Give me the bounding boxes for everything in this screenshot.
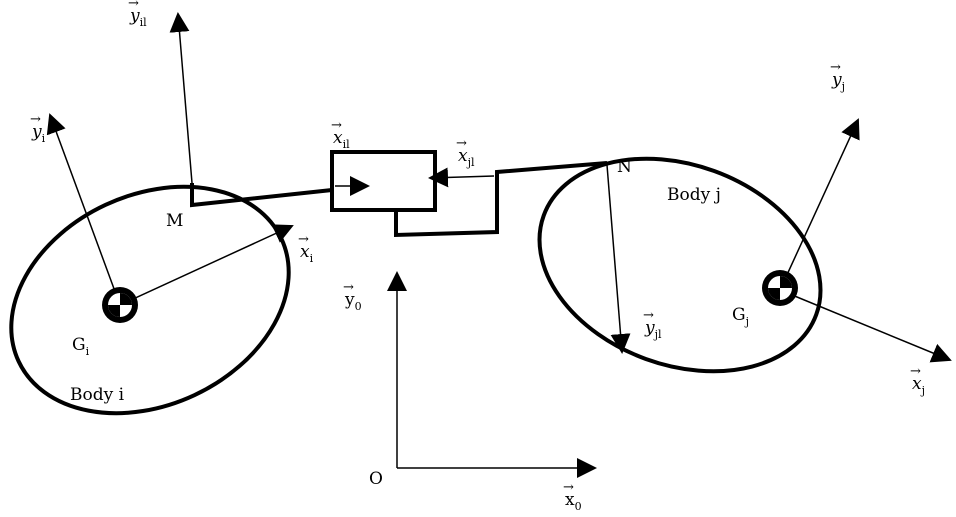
x-jl-label: xjl → xyxy=(456,136,475,169)
svg-text:→: → xyxy=(298,232,309,247)
y-i-label: yi → xyxy=(30,112,46,145)
link-m-arm xyxy=(190,183,333,208)
svg-text:→: → xyxy=(563,480,574,495)
center-of-gravity-i-icon xyxy=(102,287,138,323)
x-j-label: xj → xyxy=(910,364,925,397)
y-jl-label: yjl → xyxy=(643,308,662,341)
point-n-label: N xyxy=(617,157,632,177)
svg-text:→: → xyxy=(643,308,654,323)
g-j-label: Gj xyxy=(732,305,749,328)
y-0-label: y0 → xyxy=(343,280,362,313)
x-i-label: xi → xyxy=(298,232,314,265)
svg-text:yjl: yjl xyxy=(644,318,662,341)
svg-text:y0: y0 xyxy=(344,290,362,313)
center-of-gravity-j-icon xyxy=(762,270,798,306)
y-jl-axis-arrow xyxy=(606,164,631,354)
svg-text:x0: x0 xyxy=(565,490,582,513)
body-i-label: Body i xyxy=(70,385,125,405)
svg-text:→: → xyxy=(830,60,841,75)
svg-text:→: → xyxy=(343,280,354,295)
y-j-axis-arrow xyxy=(779,118,860,291)
link-n-arm xyxy=(394,161,608,238)
y-j-label: yj → xyxy=(830,60,845,93)
svg-text:→: → xyxy=(30,112,41,127)
y-il-label: yil → xyxy=(128,0,147,29)
svg-text:→: → xyxy=(910,364,921,379)
svg-text:xi: xi xyxy=(300,242,314,265)
svg-text:xil: xil xyxy=(333,128,350,151)
x-0-label: x0 → xyxy=(563,480,582,513)
point-m-label: M xyxy=(166,211,183,231)
x-il-label: xil → xyxy=(331,118,350,151)
x-jl-axis-arrow xyxy=(428,167,495,188)
svg-text:xjl: xjl xyxy=(458,146,475,169)
svg-text:xj: xj xyxy=(912,374,925,397)
slider-outer-box xyxy=(330,150,437,212)
svg-text:yi: yi xyxy=(31,122,46,145)
body-i-outline xyxy=(9,184,291,416)
svg-text:→: → xyxy=(331,118,342,133)
origin-label: O xyxy=(369,469,383,489)
body-j-label: Body j xyxy=(667,185,721,205)
g-i-label: Gi xyxy=(72,335,90,358)
svg-text:yil: yil xyxy=(129,6,147,29)
svg-text:→: → xyxy=(456,136,467,151)
y-i-axis-arrow xyxy=(46,113,121,306)
body-j-outline xyxy=(537,156,823,374)
svg-text:→: → xyxy=(128,0,139,11)
y-il-axis-arrow xyxy=(169,12,193,184)
svg-text:yj: yj xyxy=(831,70,845,93)
x-i-axis-arrow xyxy=(119,224,294,306)
x-j-axis-arrow xyxy=(779,289,952,363)
